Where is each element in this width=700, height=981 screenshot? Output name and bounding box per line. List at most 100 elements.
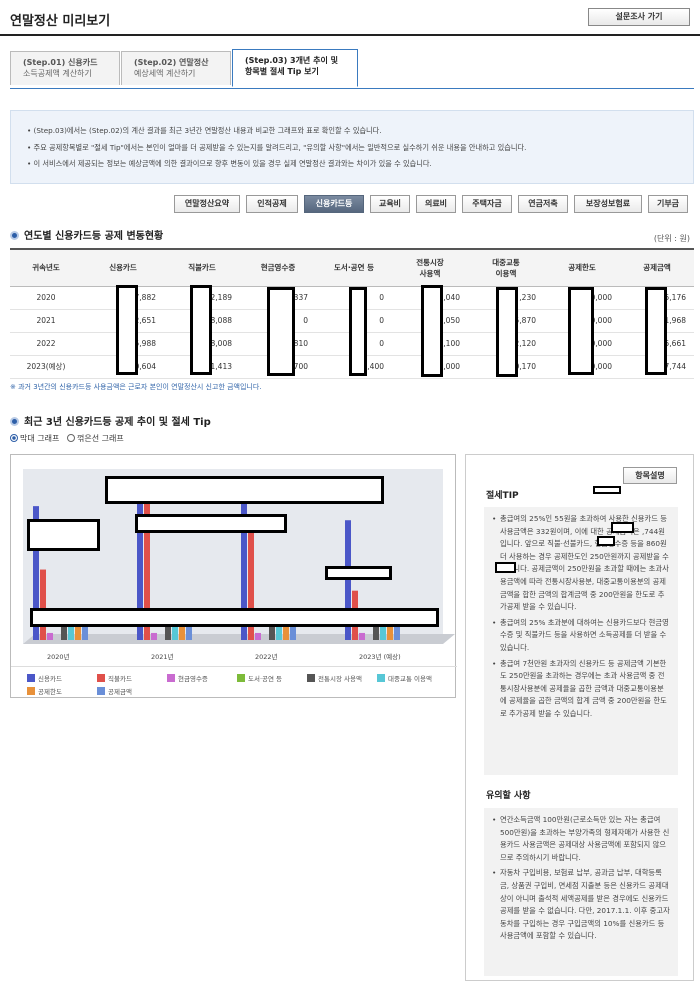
- legend-swatch: [307, 674, 315, 682]
- legend-label: 직불카드: [108, 675, 132, 683]
- redaction-box: [105, 476, 384, 504]
- bar-1-6: [179, 618, 185, 640]
- item-description-button[interactable]: 항목설명: [623, 467, 677, 484]
- bar-3-2: [359, 632, 365, 640]
- bar-3-6: [387, 618, 393, 640]
- radio-line-chart[interactable]: [66, 434, 75, 442]
- legend-swatch: [27, 687, 35, 695]
- legend-item: 대중교통 이용액: [377, 673, 432, 683]
- caution-title: 유의할 사항: [486, 791, 531, 801]
- bar-1-0: [137, 499, 143, 640]
- radio-line-label: 꺾은선 그래프: [76, 434, 124, 443]
- redaction-box: [349, 287, 367, 376]
- redaction-box: [568, 287, 594, 375]
- legend-label: 신용카드: [38, 675, 62, 683]
- redaction-box: [421, 285, 443, 377]
- bar-3-5: [380, 618, 386, 640]
- bar-3-7: [394, 618, 400, 640]
- tab-pension[interactable]: 연금저축: [518, 195, 568, 213]
- caution-list: 연간소득금액 100만원(근로소득만 있는 자는 총급여 500만원)을 초과하…: [484, 808, 678, 976]
- chart-type-radios: 막대 그래프 꺾은선 그래프: [10, 433, 124, 444]
- steps-divider: [10, 88, 694, 89]
- notice-box: (Step.03)에서는 (Step.02)의 계산 결과를 최근 3년간 연말…: [10, 110, 694, 184]
- notice-item: (Step.03)에서는 (Step.02)의 계산 결과를 최근 3년간 연말…: [27, 123, 693, 140]
- tab-medical[interactable]: 의료비: [416, 195, 456, 213]
- tip-list: 총급여의 25%인 55원을 초과하여 사용한 신용카드 등 사용금액은 332…: [484, 507, 678, 775]
- bar-2-4: [269, 618, 275, 640]
- tab-education[interactable]: 교육비: [370, 195, 410, 213]
- redaction-box: [597, 536, 615, 546]
- cell: 2022: [10, 332, 82, 356]
- step-tab-3-line1: (Step.03) 3개년 추이 및: [245, 56, 338, 65]
- chart-section-title: 최근 3년 신용카드등 공제 추이 및 절세 Tip: [10, 413, 211, 428]
- legend-label: 도서·공연 등: [248, 675, 283, 683]
- caution-item: 자동차 구입비용, 보험료 납부, 공과금 납부, 대학등록금, 상품권 구입비…: [492, 867, 670, 943]
- redaction-box: [190, 285, 212, 375]
- bar-0-2: [47, 632, 53, 640]
- bar-2-5: [276, 618, 282, 640]
- legend-swatch: [237, 674, 245, 682]
- col-books: 도서·공연 등: [316, 248, 392, 287]
- cell: 2020: [10, 286, 82, 310]
- bar-3-0: [345, 520, 351, 640]
- bar-2-2: [255, 632, 261, 640]
- tab-personal[interactable]: 인적공제: [246, 195, 298, 213]
- bar-0-5: [68, 625, 74, 640]
- bar-1-1: [144, 499, 150, 640]
- tip-title: 절세TIP: [486, 491, 519, 501]
- bar-1-5: [172, 618, 178, 640]
- legend-swatch: [97, 674, 105, 682]
- col-amount: 공제금액: [620, 248, 694, 287]
- tab-summary[interactable]: 연말정산요약: [174, 195, 240, 213]
- bar-1-4: [165, 618, 171, 640]
- notice-item: 이 서비스에서 제공되는 정보는 예상금액에 의한 결과이므로 향후 변동이 있…: [27, 156, 693, 173]
- legend-item: 직불카드: [97, 673, 132, 683]
- tab-housing[interactable]: 주택자금: [462, 195, 512, 213]
- step-tab-3[interactable]: (Step.03) 3개년 추이 및 항목별 절세 Tip 보기: [232, 49, 358, 87]
- caution-item: 연간소득금액 100만원(근로소득만 있는 자는 총급여 500만원)을 초과하…: [492, 814, 670, 864]
- redaction-box: [611, 522, 634, 533]
- page-title: 연말정산 미리보기: [10, 14, 111, 29]
- table-title-text: 연도별 신용카드등 공제 변동현황: [24, 231, 164, 242]
- tab-donation[interactable]: 기부금: [648, 195, 688, 213]
- notice-item: 주요 공제항목별로 "절세 Tip"에서는 본인이 얼마를 더 공제받을 수 있…: [27, 140, 693, 157]
- legend-item: 전통시장 사용액: [307, 673, 362, 683]
- col-limit: 공제한도: [544, 248, 620, 287]
- x-tick-label: 2020년: [47, 652, 70, 661]
- unit-label: (단위 : 원): [653, 234, 690, 243]
- cell: 2023(예상): [10, 355, 82, 379]
- bar-1-7: [186, 618, 192, 640]
- step-tab-1-line2: 소득공제액 계산하기: [23, 69, 92, 78]
- legend-label: 공제금액: [108, 688, 132, 696]
- legend-swatch: [27, 674, 35, 682]
- tab-credit-card[interactable]: 신용카드등: [304, 195, 364, 213]
- bar-2-1: [248, 520, 254, 640]
- table-footnote: ※ 과거 3년간의 신용카드등 사용금액은 근로자 본인이 연말정산시 신고한 …: [10, 383, 262, 391]
- legend-swatch: [377, 674, 385, 682]
- category-tabs: 연말정산요약 인적공제 신용카드등 교육비 의료비 주택자금 연금저축 보장성보…: [174, 195, 694, 213]
- tip-item: 총급여 7천만원 초과자의 신용카드 등 공제금액 기본한도 250만원을 초과…: [492, 658, 670, 721]
- redaction-box: [135, 514, 287, 533]
- survey-button[interactable]: 설문조사 가기: [588, 8, 690, 26]
- x-tick-label: 2021년: [151, 652, 174, 661]
- step-tab-3-line2: 항목별 절세 Tip 보기: [245, 67, 319, 76]
- bar-2-7: [290, 618, 296, 640]
- step-tab-2-line2: 예상세액 계산하기: [134, 69, 196, 78]
- radio-bar-chart[interactable]: [10, 434, 18, 442]
- legend-swatch: [167, 674, 175, 682]
- legend-label: 전통시장 사용액: [318, 675, 362, 683]
- tip-item: 총급여의 25% 초과분에 대하여는 신용카드보다 현금영수증 및 직불카드 등…: [492, 617, 670, 655]
- header: 연말정산 미리보기 설문조사 가기: [0, 0, 700, 36]
- legend-swatch: [97, 687, 105, 695]
- redaction-box: [116, 285, 138, 375]
- tab-insurance[interactable]: 보장성보험료: [574, 195, 642, 213]
- col-credit: 신용카드: [82, 248, 164, 287]
- step-tab-1[interactable]: (Step.01) 신용카드 소득공제액 계산하기: [10, 51, 120, 85]
- bar-0-7: [82, 618, 88, 640]
- bar-0-4: [61, 618, 67, 640]
- redaction-box: [30, 608, 439, 627]
- chart-legend: 신용카드 직불카드 현금영수증 도서·공연 등 전통시장 사용액 대중교통 이용…: [11, 666, 457, 698]
- step-tab-2[interactable]: (Step.02) 연말정산 예상세액 계산하기: [121, 51, 231, 85]
